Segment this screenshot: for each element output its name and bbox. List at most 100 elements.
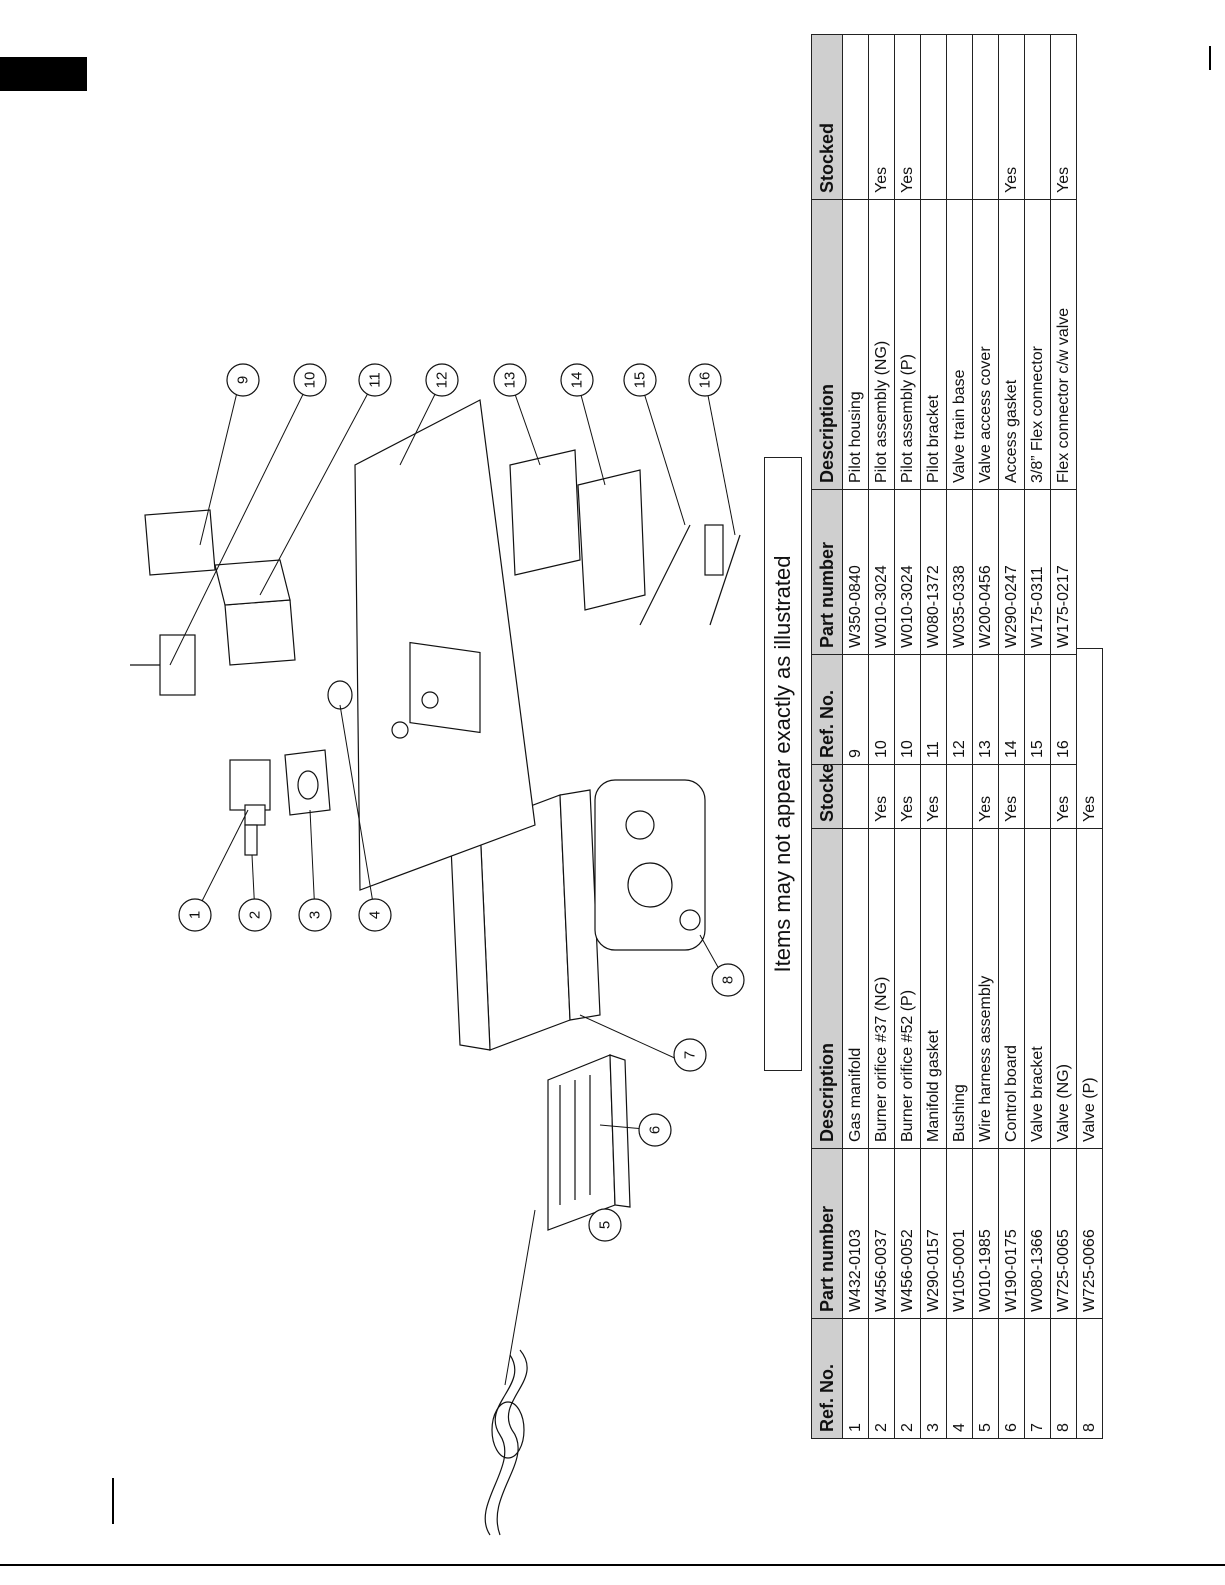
col-part-number: Part number (811, 489, 843, 655)
cell-stocked (946, 34, 973, 200)
cell-description: Wire harness assembly (972, 828, 999, 1149)
callout-label: 14 (569, 372, 586, 389)
cell-ref-no: 7 (1024, 1318, 1051, 1439)
valve-access-cover-part (509, 449, 581, 576)
callout-label: 12 (434, 372, 451, 389)
callout-label: 7 (682, 1051, 699, 1059)
callout-label: 3 (307, 911, 324, 919)
crop-mark (112, 1478, 114, 1524)
cell-stocked: Yes (998, 34, 1025, 200)
cell-description: Manifold gasket (920, 828, 947, 1149)
col-ref-no: Ref. No. (811, 1318, 843, 1439)
section-tab (0, 57, 87, 91)
callout-1: 1 (178, 898, 212, 932)
cell-description: Valve train base (946, 199, 973, 490)
col-part-number: Part number (811, 1148, 843, 1319)
cell-description: Valve bracket (1024, 828, 1051, 1149)
bushing-part (327, 680, 353, 710)
cell-part-number: W290-0247 (998, 489, 1025, 655)
access-gasket-part (577, 469, 646, 611)
cell-stocked (920, 34, 947, 200)
cell-ref-no: 9 (842, 654, 869, 765)
cell-part-number: W200-0456 (972, 489, 999, 655)
cell-part-number: W456-0037 (868, 1148, 895, 1319)
cell-stocked: Yes (894, 34, 921, 200)
callout-9: 9 (226, 363, 260, 397)
callout-2: 2 (238, 898, 272, 932)
pilot-housing-part (144, 509, 216, 576)
pilot-bracket-part (214, 559, 296, 666)
control-board-part (547, 1054, 631, 1231)
footer-rule (0, 1564, 1225, 1566)
cell-ref-no: 13 (972, 654, 999, 765)
cell-description: Control board (998, 828, 1025, 1149)
cell-part-number: W175-0217 (1050, 489, 1077, 655)
callout-label: 5 (597, 1221, 614, 1229)
callout-label: 9 (235, 376, 252, 384)
callout-label: 8 (720, 976, 737, 984)
cell-description: Burner orifice #37 (NG) (868, 828, 895, 1149)
parts-table-right: Ref. No. Part number Description Stocked… (811, 34, 1077, 765)
gas-valve-part (594, 779, 706, 951)
col-description: Description (811, 199, 843, 490)
manifold-gasket-part (284, 749, 331, 816)
cell-part-number: W290-0157 (920, 1148, 947, 1319)
cell-ref-no: 4 (946, 1318, 973, 1439)
cell-ref-no: 6 (998, 1318, 1025, 1439)
callout-label: 13 (502, 372, 519, 389)
cell-part-number: W080-1372 (920, 489, 947, 655)
cell-stocked: Yes (1076, 648, 1103, 829)
cell-part-number: W350-0840 (842, 489, 869, 655)
callout-11: 11 (358, 363, 392, 397)
cell-part-number: W105-0001 (946, 1148, 973, 1319)
callout-label: 16 (697, 372, 714, 389)
col-stocked: Stocked (811, 34, 843, 200)
cell-part-number: W010-1985 (972, 1148, 999, 1319)
illustration-note: Items may not appear exactly as illustra… (764, 457, 802, 1071)
cell-stocked: Yes (868, 34, 895, 200)
callout-label: 15 (632, 372, 649, 389)
cell-description: Pilot assembly (NG) (868, 199, 895, 490)
cell-ref-no: 16 (1050, 654, 1077, 765)
table-header-row: Ref. No. Part number Description Stocked (811, 648, 843, 1439)
cell-ref-no: 14 (998, 654, 1025, 765)
col-ref-no: Ref. No. (811, 654, 843, 765)
flex-connector-part (639, 524, 691, 626)
cell-description: Bushing (946, 828, 973, 1149)
cell-description: Valve (P) (1076, 828, 1103, 1149)
callout-label: 1 (187, 911, 204, 919)
cell-ref-no: 10 (868, 654, 895, 765)
callout-8: 8 (711, 963, 745, 997)
cell-description: Valve access cover (972, 199, 999, 490)
valve-train-base-part (354, 399, 536, 891)
callout-13: 13 (493, 363, 527, 397)
cell-ref-no: 8 (1050, 1318, 1077, 1439)
callout-16: 16 (688, 363, 722, 397)
cell-part-number: W010-3024 (868, 489, 895, 655)
parts-table-left: Ref. No. Part number Description Stocked… (811, 648, 1103, 1439)
burner-orifice-part (244, 824, 258, 856)
cell-stocked: Yes (1050, 34, 1077, 200)
cell-description: Valve (NG) (1050, 828, 1077, 1149)
cell-part-number: W432-0103 (842, 1148, 869, 1319)
cell-ref-no: 12 (946, 654, 973, 765)
crop-mark (1209, 46, 1211, 70)
gas-manifold-part (229, 759, 271, 826)
cell-description: Pilot housing (842, 199, 869, 490)
